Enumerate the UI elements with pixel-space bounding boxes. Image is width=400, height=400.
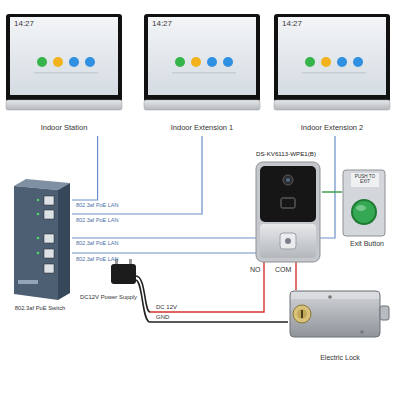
adapter-body bbox=[111, 264, 136, 284]
switch-led bbox=[37, 213, 40, 216]
switch-front bbox=[14, 186, 58, 300]
call-button bbox=[280, 233, 296, 249]
lock-screw bbox=[360, 330, 364, 334]
station-camera bbox=[283, 175, 293, 185]
switch-led bbox=[37, 199, 40, 202]
device-node: DC12V Power Supply bbox=[80, 262, 150, 330]
button-highlight bbox=[356, 205, 366, 211]
station-lower-panel bbox=[260, 224, 316, 258]
switch-port bbox=[44, 264, 54, 273]
button-rim bbox=[351, 199, 377, 225]
device-label: 14:27 bbox=[14, 19, 54, 28]
cable-line bbox=[150, 262, 264, 312]
lock-cylinder-core bbox=[297, 309, 307, 319]
device-node: 14:27Indoor Station bbox=[4, 12, 124, 136]
lock-cylinder bbox=[293, 305, 311, 323]
cable-line bbox=[322, 191, 342, 193]
cable-line bbox=[150, 321, 288, 322]
card-reader bbox=[281, 198, 295, 208]
power-supply-illustration bbox=[111, 259, 150, 322]
terminal-label: COM bbox=[275, 266, 291, 274]
cable-label: GND bbox=[156, 314, 169, 321]
lock-screw bbox=[328, 295, 332, 299]
device-node: 802.3af PoE Switch bbox=[8, 178, 72, 316]
device-label: Electric Lock bbox=[288, 354, 392, 362]
switch-strip bbox=[18, 280, 38, 284]
call-button-mark bbox=[285, 238, 291, 244]
station-lens bbox=[286, 178, 290, 182]
cable-line bbox=[72, 252, 256, 253]
device-label: Indoor Station bbox=[4, 124, 124, 133]
lock-latch bbox=[380, 306, 389, 320]
lock-highlight bbox=[291, 292, 379, 299]
device-node: DS-KV6113-WPE1(B) bbox=[256, 150, 322, 262]
device-label: DC12V Power Supply bbox=[80, 294, 140, 301]
electric-lock-illustration bbox=[290, 291, 389, 337]
cable-label: 802.3af PoE LAN bbox=[76, 240, 119, 246]
cable-line bbox=[72, 136, 202, 214]
button-plate bbox=[343, 170, 385, 236]
switch-led bbox=[37, 252, 40, 255]
cable-line bbox=[72, 136, 98, 200]
device-label: Exit Button bbox=[342, 240, 392, 248]
button-caption-plate bbox=[351, 173, 379, 187]
adapter-cable bbox=[136, 280, 150, 322]
door-station-illustration bbox=[256, 162, 320, 262]
station-housing bbox=[256, 162, 320, 262]
device-node: PUSH TO EXIT Exit Button bbox=[342, 168, 392, 254]
button-cap bbox=[353, 201, 375, 223]
cable-label: 802.3af PoE LAN bbox=[76, 256, 119, 262]
keyhole bbox=[301, 310, 303, 318]
cable-line bbox=[72, 136, 335, 238]
station-panel bbox=[260, 166, 316, 222]
device-node: 14:27Indoor Extension 2 bbox=[272, 12, 392, 136]
cable-label: DC 12V bbox=[156, 304, 177, 311]
switch-port bbox=[44, 249, 54, 258]
poe-switch-illustration bbox=[14, 179, 70, 300]
cable-label: 802.3af PoE LAN bbox=[76, 217, 119, 223]
adapter-cable bbox=[136, 276, 150, 312]
switch-port bbox=[44, 196, 54, 205]
monitor-illustration bbox=[144, 14, 260, 110]
device-node: 14:27Indoor Extension 1 bbox=[142, 12, 262, 136]
device-label: Indoor Extension 1 bbox=[142, 124, 262, 133]
cable-line bbox=[295, 262, 296, 290]
device-label: 14:27 bbox=[152, 19, 192, 28]
switch-port bbox=[44, 234, 54, 243]
terminal-label: NO bbox=[250, 266, 261, 274]
switch-led bbox=[37, 237, 40, 240]
device-node: Electric Lock bbox=[288, 290, 392, 368]
switch-top bbox=[14, 179, 70, 190]
device-label: PUSH TO EXIT bbox=[351, 174, 379, 185]
plug-prong bbox=[129, 259, 132, 265]
device-label: DS-KV6113-WPE1(B) bbox=[256, 150, 322, 157]
monitor-illustration bbox=[6, 14, 122, 110]
exit-button-illustration bbox=[343, 170, 385, 236]
switch-side bbox=[58, 183, 70, 300]
device-label: 14:27 bbox=[282, 19, 322, 28]
cable-label: 802.3af PoE LAN bbox=[76, 202, 119, 208]
device-label: 802.3af PoE Switch bbox=[8, 305, 72, 312]
lock-body bbox=[290, 291, 380, 337]
switch-port bbox=[44, 210, 54, 219]
device-label: Indoor Extension 2 bbox=[272, 124, 392, 133]
monitor-illustration bbox=[274, 14, 390, 110]
